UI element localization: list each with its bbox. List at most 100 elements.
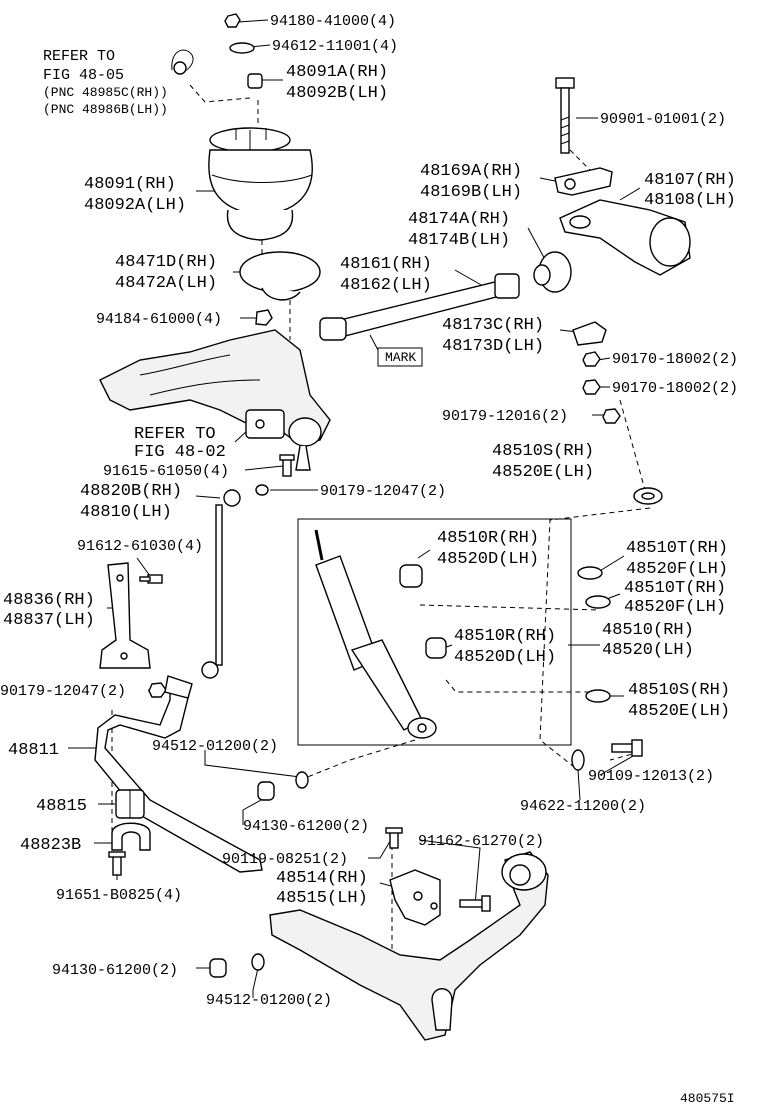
- label-90179-12047-a: 90179-12047(2): [320, 483, 446, 500]
- illustration-id: 480575I: [680, 1091, 735, 1106]
- mark-text: MARK: [385, 350, 416, 365]
- label-48161: 48161(RH): [340, 255, 432, 274]
- ref1-line2: FIG 48-05: [43, 67, 124, 84]
- label-48107: 48107(RH): [644, 171, 736, 190]
- nut-94184: [255, 309, 273, 326]
- label-48520d-b: 48520D(LH): [454, 648, 556, 667]
- label-91162: 91162-61270(2): [418, 833, 544, 850]
- bracket-48169: [554, 167, 613, 196]
- label-48173c: 48173C(RH): [442, 316, 544, 335]
- label-48520f-a: 48520F(LH): [626, 560, 728, 579]
- ref1-line3: (PNC 48985C(RH)): [43, 85, 168, 100]
- washer-94622: [571, 749, 585, 771]
- nut-90179-12016: [602, 408, 621, 424]
- cushion-48510r-a: [399, 564, 423, 588]
- label-48510: 48510(RH): [602, 621, 694, 640]
- lower-control-arm: [269, 851, 549, 1041]
- label-90179-12047-b: 90179-12047(2): [0, 683, 126, 700]
- label-48810: 48810(LH): [80, 503, 172, 522]
- washer-94512-b: [251, 953, 265, 971]
- bushing-94130-b: [209, 958, 227, 978]
- label-91651: 91651-B0825(4): [56, 887, 182, 904]
- label-90170-a: 90170-18002(2): [612, 351, 738, 368]
- label-91615: 91615-61050(4): [103, 463, 229, 480]
- label-94512-a: 94512-01200(2): [152, 738, 278, 755]
- ref2-line1: REFER TO: [134, 425, 216, 444]
- retainer-48510s-b: [585, 689, 611, 703]
- upper-control-arm: [99, 329, 331, 471]
- bolt-90109: [611, 739, 643, 757]
- label-48169b: 48169B(LH): [420, 183, 522, 202]
- label-48091a: 48091A(RH): [286, 63, 388, 82]
- label-90119: 90119-08251(2): [222, 851, 348, 868]
- label-94180: 94180-41000(4): [270, 13, 396, 30]
- bushing-48174: [533, 251, 572, 293]
- label-48820b: 48820B(RH): [80, 482, 182, 501]
- spring-seat: [239, 251, 321, 301]
- label-48520e-a: 48520E(LH): [492, 463, 594, 482]
- label-48472a: 48472A(LH): [115, 274, 217, 293]
- bracket-48836: [99, 562, 151, 669]
- label-48837: 48837(LH): [3, 611, 95, 630]
- ref1-line4: (PNC 48986B(LH)): [43, 102, 168, 117]
- stabilizer-bar: [94, 675, 263, 873]
- label-48174b: 48174B(LH): [408, 231, 510, 250]
- top-nut: [224, 13, 241, 28]
- label-90170-b: 90170-18002(2): [612, 380, 738, 397]
- label-94612: 94612-11001(4): [272, 38, 398, 55]
- bolt-90119: [385, 827, 403, 849]
- bolt-90901: [555, 77, 575, 154]
- label-90901: 90901-01001(2): [600, 111, 726, 128]
- label-48510r-b: 48510R(RH): [454, 627, 556, 646]
- label-48510t-a: 48510T(RH): [626, 539, 728, 558]
- label-48514: 48514(RH): [276, 869, 368, 888]
- bolt-91615: [279, 454, 295, 477]
- label-48811: 48811: [8, 741, 59, 760]
- bolt-91612: [139, 574, 163, 584]
- label-48091: 48091(RH): [84, 175, 176, 194]
- air-spring: [208, 127, 313, 241]
- label-48520f-b: 48520F(LH): [624, 598, 726, 617]
- label-48823b: 48823B: [20, 836, 81, 855]
- label-48520d-a: 48520D(LH): [437, 550, 539, 569]
- stabilizer-link: [201, 484, 269, 679]
- shock-absorber-group-box: [297, 518, 572, 746]
- cushion-48510r-b: [425, 637, 447, 659]
- label-94130-b: 94130-61200(2): [52, 962, 178, 979]
- label-48108: 48108(LH): [644, 191, 736, 210]
- label-48510s-b: 48510S(RH): [628, 681, 730, 700]
- label-48510r-a: 48510R(RH): [437, 529, 539, 548]
- label-48515: 48515(LH): [276, 889, 368, 908]
- label-94512-b: 94512-01200(2): [206, 992, 332, 1009]
- bolt-91162: [459, 895, 491, 912]
- arm-48107: [559, 199, 691, 276]
- torsion-bar: [319, 273, 520, 341]
- top-washer: [229, 42, 255, 54]
- retainer-48510s-a: [633, 487, 663, 505]
- ref1-line1: REFER TO: [43, 48, 115, 65]
- mark-tag: MARK: [369, 334, 423, 367]
- label-48520: 48520(LH): [602, 641, 694, 660]
- label-94184: 94184-61000(4): [96, 311, 222, 328]
- bolt-91651: [108, 851, 126, 876]
- clamp-48823b: [111, 822, 151, 851]
- label-48174a: 48174A(RH): [408, 210, 510, 229]
- label-48510t-b: 48510T(RH): [624, 579, 726, 598]
- label-48169a: 48169A(RH): [420, 162, 522, 181]
- label-48836: 48836(RH): [3, 591, 95, 610]
- washer-94512-a: [295, 771, 309, 789]
- label-48510s-a: 48510S(RH): [492, 442, 594, 461]
- label-91612: 91612-61030(4): [77, 538, 203, 555]
- ref2-line2: FIG 48-02: [134, 443, 226, 462]
- shock-absorber: [314, 529, 437, 739]
- retainer-48510t-a: [577, 566, 603, 580]
- label-48092a: 48092A(LH): [84, 196, 186, 215]
- label-48815: 48815: [36, 797, 87, 816]
- nut-90179-12047-b: [148, 682, 167, 698]
- label-48520e-b: 48520E(LH): [628, 702, 730, 721]
- label-48173d: 48173D(LH): [442, 337, 544, 356]
- label-48471d: 48471D(RH): [115, 253, 217, 272]
- piece-48173: [572, 321, 607, 346]
- label-48092b: 48092B(LH): [286, 84, 388, 103]
